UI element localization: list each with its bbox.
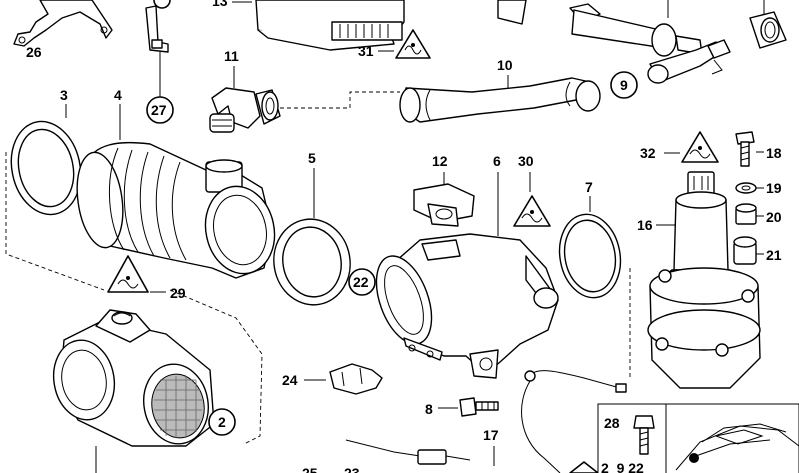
label-8: 8 xyxy=(425,401,433,417)
label-7: 7 xyxy=(585,179,593,195)
label-11: 11 xyxy=(224,48,239,64)
label-27: 27 xyxy=(151,102,167,118)
label-31: 31 xyxy=(358,43,374,59)
warning-triangle-bottom xyxy=(569,461,599,473)
warning-triangle-29 xyxy=(107,255,149,293)
part-6-throttle-housing[interactable] xyxy=(366,233,559,379)
part-8-bolt[interactable] xyxy=(459,397,499,417)
label-9: 9 xyxy=(620,77,628,93)
label-13: 13 xyxy=(212,0,228,9)
part-24-clip[interactable] xyxy=(329,363,383,395)
label-19: 19 xyxy=(766,180,782,196)
label-20: 20 xyxy=(766,209,782,225)
label-4: 4 xyxy=(114,87,122,103)
label-23: 23 xyxy=(344,465,360,473)
label-24: 24 xyxy=(282,372,298,388)
label-6: 6 xyxy=(493,153,501,169)
panel-car-location xyxy=(665,403,799,473)
label-18: 18 xyxy=(766,145,782,161)
part-26-bracket[interactable] xyxy=(13,0,169,53)
part-12-sensor[interactable] xyxy=(413,183,475,227)
label-30: 30 xyxy=(518,153,534,169)
part-19-washer[interactable] xyxy=(735,182,757,194)
part-control-unit[interactable] xyxy=(255,0,405,51)
label-28: 28 xyxy=(604,415,620,431)
part-17-cable[interactable] xyxy=(345,370,627,473)
label-25: 25 xyxy=(302,465,318,473)
label-17: 17 xyxy=(483,427,499,443)
label-26: 26 xyxy=(26,44,42,60)
part-2-air-mass-meter[interactable] xyxy=(48,309,215,449)
label-12: 12 xyxy=(432,153,448,169)
part-18-bolt[interactable] xyxy=(735,131,755,167)
part-11-elbow[interactable] xyxy=(209,87,281,133)
part-7-gasket[interactable] xyxy=(553,209,627,302)
part-20-sleeve[interactable] xyxy=(735,203,757,225)
label-3: 3 xyxy=(60,87,68,103)
label-16: 16 xyxy=(637,217,653,233)
part-5-ring[interactable] xyxy=(267,213,357,311)
part-16-idle-valve[interactable] xyxy=(647,171,761,389)
circle-9[interactable] xyxy=(610,71,638,99)
label-22: 22 xyxy=(353,274,369,290)
car-silhouette xyxy=(675,423,799,471)
part-10-hose[interactable] xyxy=(399,77,601,123)
part-3-ring[interactable] xyxy=(3,115,89,221)
label-5: 5 xyxy=(308,150,316,166)
label-29: 29 xyxy=(170,285,186,301)
warning-triangle-32 xyxy=(681,131,719,163)
bottom-codes: 2 9 22 xyxy=(601,460,644,473)
part-grommet[interactable] xyxy=(749,11,787,49)
part-21-rubber-mount[interactable] xyxy=(733,236,757,265)
warning-triangle-30 xyxy=(513,195,551,227)
label-2: 2 xyxy=(218,414,226,430)
part-28-screw[interactable] xyxy=(633,415,655,455)
part-4-intake-boot[interactable] xyxy=(72,141,283,281)
warning-triangle-31 xyxy=(395,29,431,59)
label-32: 32 xyxy=(640,145,656,161)
label-21: 21 xyxy=(766,247,782,263)
circle-2[interactable] xyxy=(208,408,236,436)
circle-22[interactable] xyxy=(348,268,376,296)
circle-top-partial xyxy=(153,0,171,9)
label-10: 10 xyxy=(497,57,513,73)
part-fuel-pump[interactable] xyxy=(497,0,731,84)
